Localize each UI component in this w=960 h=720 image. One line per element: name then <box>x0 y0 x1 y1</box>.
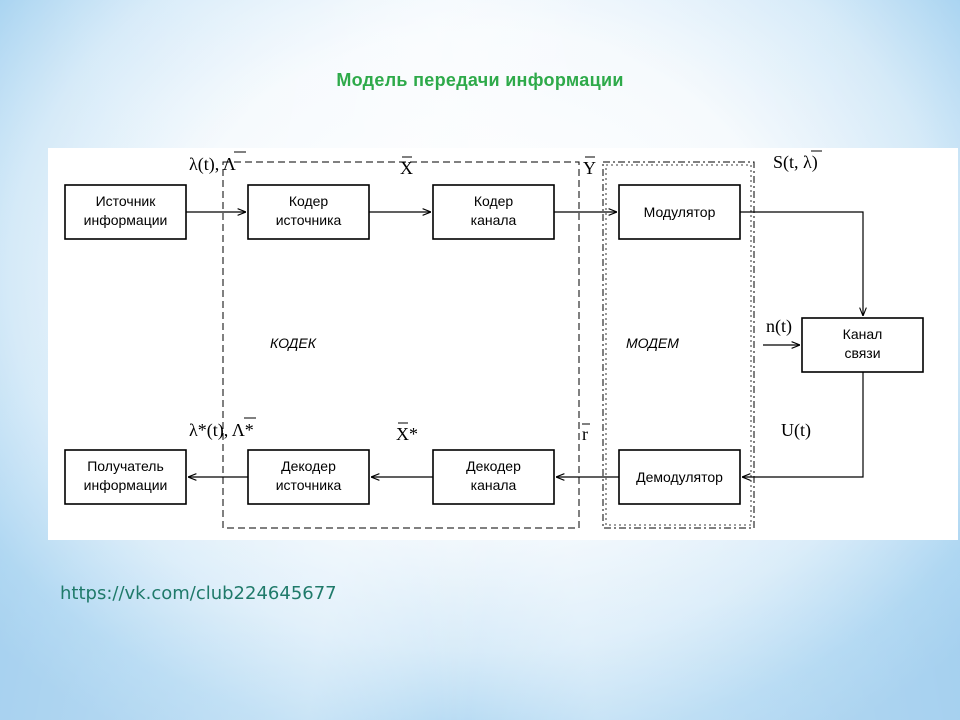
signal-r: r <box>582 424 588 444</box>
codec-region <box>222 161 580 529</box>
slide-title: Модель передачи информации <box>336 70 624 90</box>
block-channel-decoder: Декодер канала <box>432 449 555 505</box>
block-channel-coder: Кодер канала <box>432 184 555 240</box>
vk-club-link[interactable]: https://vk.com/club224645677 <box>60 583 337 604</box>
signal-u: U(t) <box>781 420 811 441</box>
block-modulator: Модулятор <box>618 184 741 240</box>
block-channel-coder-line2: канала <box>471 212 517 228</box>
block-receiver: Получатель информации <box>64 449 187 505</box>
block-diagram: Источник информации Кодер источника Коде… <box>64 150 924 529</box>
block-receiver-line1: Получатель <box>87 458 164 474</box>
block-channel: Канал связи <box>801 317 924 373</box>
signal-x: X <box>400 158 413 178</box>
block-source-line2: информации <box>84 212 168 228</box>
modem-region-inner <box>605 164 752 526</box>
block-channel-decoder-line1: Декодер <box>466 458 521 474</box>
modem-label: МОДЕМ <box>626 335 679 351</box>
modem-region <box>602 161 755 529</box>
signal-n: n(t) <box>766 316 792 337</box>
block-source-decoder-line1: Декодер <box>281 458 336 474</box>
signal-x-star: X* <box>396 424 418 444</box>
block-source-decoder: Декодер источника <box>247 449 370 505</box>
signal-y: Y <box>583 158 596 178</box>
block-source-coder: Кодер источника <box>247 184 370 240</box>
block-source-coder-line2: источника <box>276 212 342 228</box>
block-channel-coder-line1: Кодер <box>474 193 514 209</box>
block-source-line1: Источник <box>96 193 157 209</box>
arrow-modulator-to-channel <box>740 211 863 316</box>
diagram-panel: Источник информации Кодер источника Коде… <box>48 148 958 540</box>
block-source-decoder-line2: источника <box>276 477 342 493</box>
codec-label: КОДЕК <box>270 335 317 351</box>
block-demodulator-label: Демодулятор <box>636 469 723 485</box>
block-demodulator: Демодулятор <box>618 449 741 505</box>
block-channel-line1: Канал <box>843 326 883 342</box>
arrow-channel-to-demodulator <box>742 372 864 477</box>
block-modulator-label: Модулятор <box>644 204 716 220</box>
block-source: Источник информации <box>64 184 187 240</box>
block-source-coder-line1: Кодер <box>289 193 329 209</box>
block-receiver-line2: информации <box>84 477 168 493</box>
signal-lambda-top: λ(t), Λ <box>189 154 236 175</box>
signal-s: S(t, λ) <box>773 152 818 173</box>
signal-lambda-bottom: λ*(t), Λ* <box>189 420 254 441</box>
block-channel-line2: связи <box>844 345 880 361</box>
block-channel-decoder-line2: канала <box>471 477 517 493</box>
